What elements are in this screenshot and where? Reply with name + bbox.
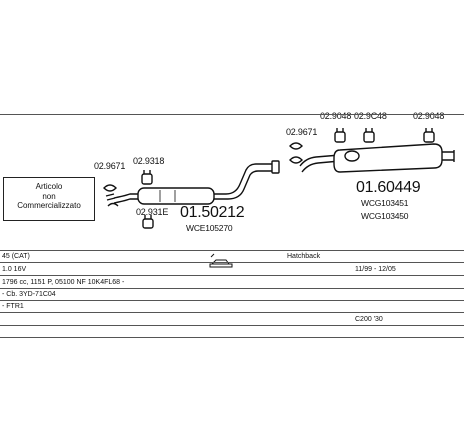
not-sold-box: Articolo non Commercializzato: [3, 177, 95, 221]
middle-section-code[interactable]: 01.50212: [180, 204, 245, 221]
info-catalog-ref: C200 '30: [355, 316, 383, 323]
info-divider-2: [0, 262, 464, 263]
clamp-front-right-code[interactable]: 02.9318: [133, 156, 165, 166]
car-body-icon: [209, 253, 233, 268]
clamp-front-left-icon: [103, 184, 119, 207]
clamp-front-bottom-code[interactable]: 02.931E: [136, 207, 169, 217]
info-divider-5: [0, 300, 464, 301]
top-divider: [0, 114, 464, 115]
not-sold-line-3: Commercializzato: [17, 201, 81, 210]
rear-silencer-ref-1: WCG103451: [361, 198, 409, 208]
clamp-front-bottom-icon: [142, 215, 154, 229]
rear-silencer-icon: [299, 143, 455, 173]
clamp-rear-3-icon: [423, 128, 435, 143]
clamp-rear-2-icon: [363, 128, 375, 143]
rear-silencer-ref-2: WCG103450: [361, 211, 409, 221]
info-divider-8: [0, 337, 464, 338]
clamp-rear-left-code[interactable]: 02.9671: [286, 127, 318, 137]
info-period: 11/99 - 12/05: [355, 266, 396, 273]
middle-section-icon: [113, 160, 280, 205]
clamp-rear-left-icon: [289, 142, 303, 164]
info-divider-7: [0, 325, 464, 326]
not-sold-line-2: non: [42, 191, 56, 201]
rear-silencer-code[interactable]: 01.60449: [356, 179, 421, 196]
info-divider-4: [0, 288, 464, 289]
clamp-rear-1-icon: [334, 128, 346, 143]
not-sold-line-1: Articolo: [35, 182, 63, 191]
middle-section-ref: WCE105270: [186, 223, 233, 233]
clamp-rear-3-code[interactable]: 02.9048: [413, 111, 445, 121]
clamp-front-right-icon: [141, 170, 153, 185]
clamp-rear-1-code[interactable]: 02.9048: [320, 111, 352, 121]
info-body-type: Hatchback: [287, 253, 321, 260]
info-specs: 1796 cc, 1151 P, 05100 NF 10K4FL68 -: [2, 279, 125, 286]
clamp-front-left-code[interactable]: 02.9671: [94, 161, 126, 171]
clamp-rear-2-code[interactable]: 02.9C48: [354, 111, 387, 121]
info-divider-1: [0, 250, 464, 251]
info-chassis: - Cb. 3YD-71C04: [2, 291, 56, 298]
info-divider-6: [0, 312, 464, 313]
info-extra: - FTR1: [2, 303, 24, 310]
info-divider-3: [0, 275, 464, 276]
info-engine: 45 (CAT): [2, 253, 30, 260]
info-version: 1.0 16V: [2, 266, 27, 273]
